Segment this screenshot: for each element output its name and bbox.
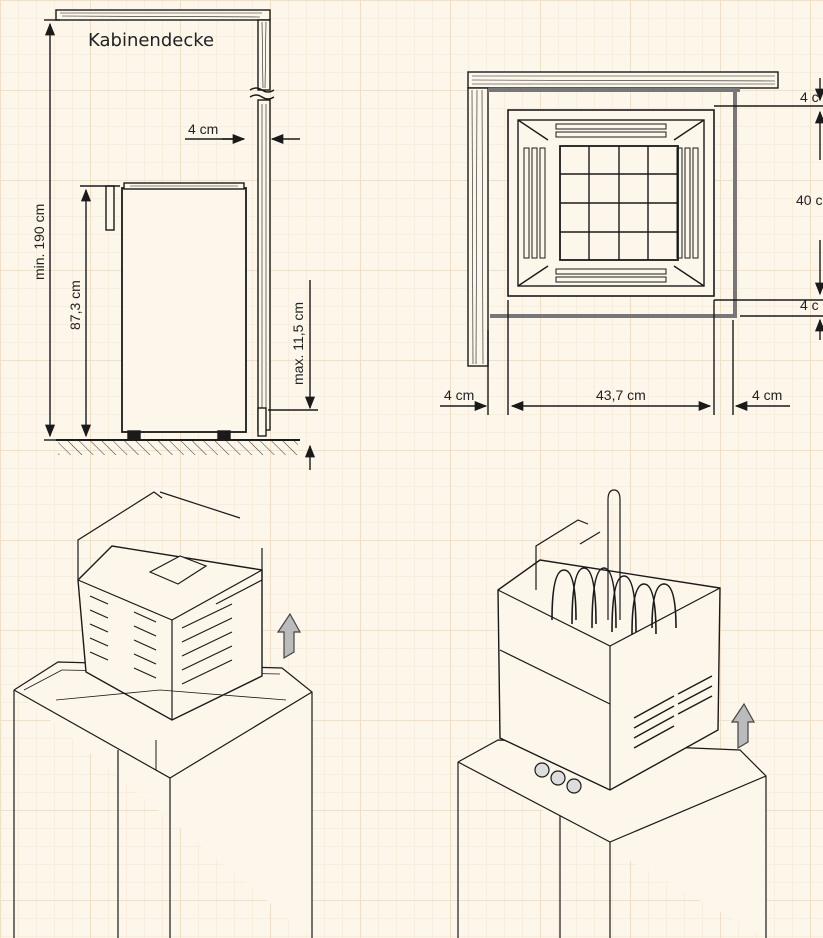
top-view bbox=[440, 71, 823, 415]
lift-arrow-right bbox=[730, 702, 756, 750]
width-label: 43,7 cm bbox=[596, 387, 646, 403]
gap-bottom-label: 4 c bbox=[800, 297, 819, 313]
heater-top-outline bbox=[507, 109, 715, 297]
top-wall-board bbox=[467, 71, 779, 89]
floor-gap-label: max. 11,5 cm bbox=[290, 302, 306, 385]
ceiling-label: Kabinendecke bbox=[88, 30, 214, 51]
ceiling-board bbox=[55, 9, 271, 21]
heater-iso-right bbox=[497, 489, 721, 791]
wall-gap-label: 4 cm bbox=[188, 121, 218, 137]
iso-view-left bbox=[13, 491, 313, 938]
side-view bbox=[44, 9, 318, 470]
floor bbox=[56, 439, 300, 455]
iso-view-right bbox=[457, 489, 767, 938]
side-wall bbox=[249, 19, 275, 437]
min-height-label: min. 190 cm bbox=[31, 204, 47, 280]
gap-right-label: 4 cm bbox=[752, 387, 782, 403]
stand-column-right bbox=[457, 739, 767, 938]
lift-arrow-left bbox=[276, 612, 302, 660]
depth-label: 40 c bbox=[796, 192, 822, 208]
heater-side-outline bbox=[105, 182, 247, 440]
gap-top-label: 4 c bbox=[800, 89, 819, 105]
left-wall-board bbox=[467, 87, 489, 367]
stand-column-left bbox=[13, 661, 313, 938]
gap-left-label: 4 cm bbox=[444, 387, 474, 403]
heater-height-label: 87,3 cm bbox=[67, 280, 83, 330]
heater-iso-left bbox=[77, 491, 263, 721]
